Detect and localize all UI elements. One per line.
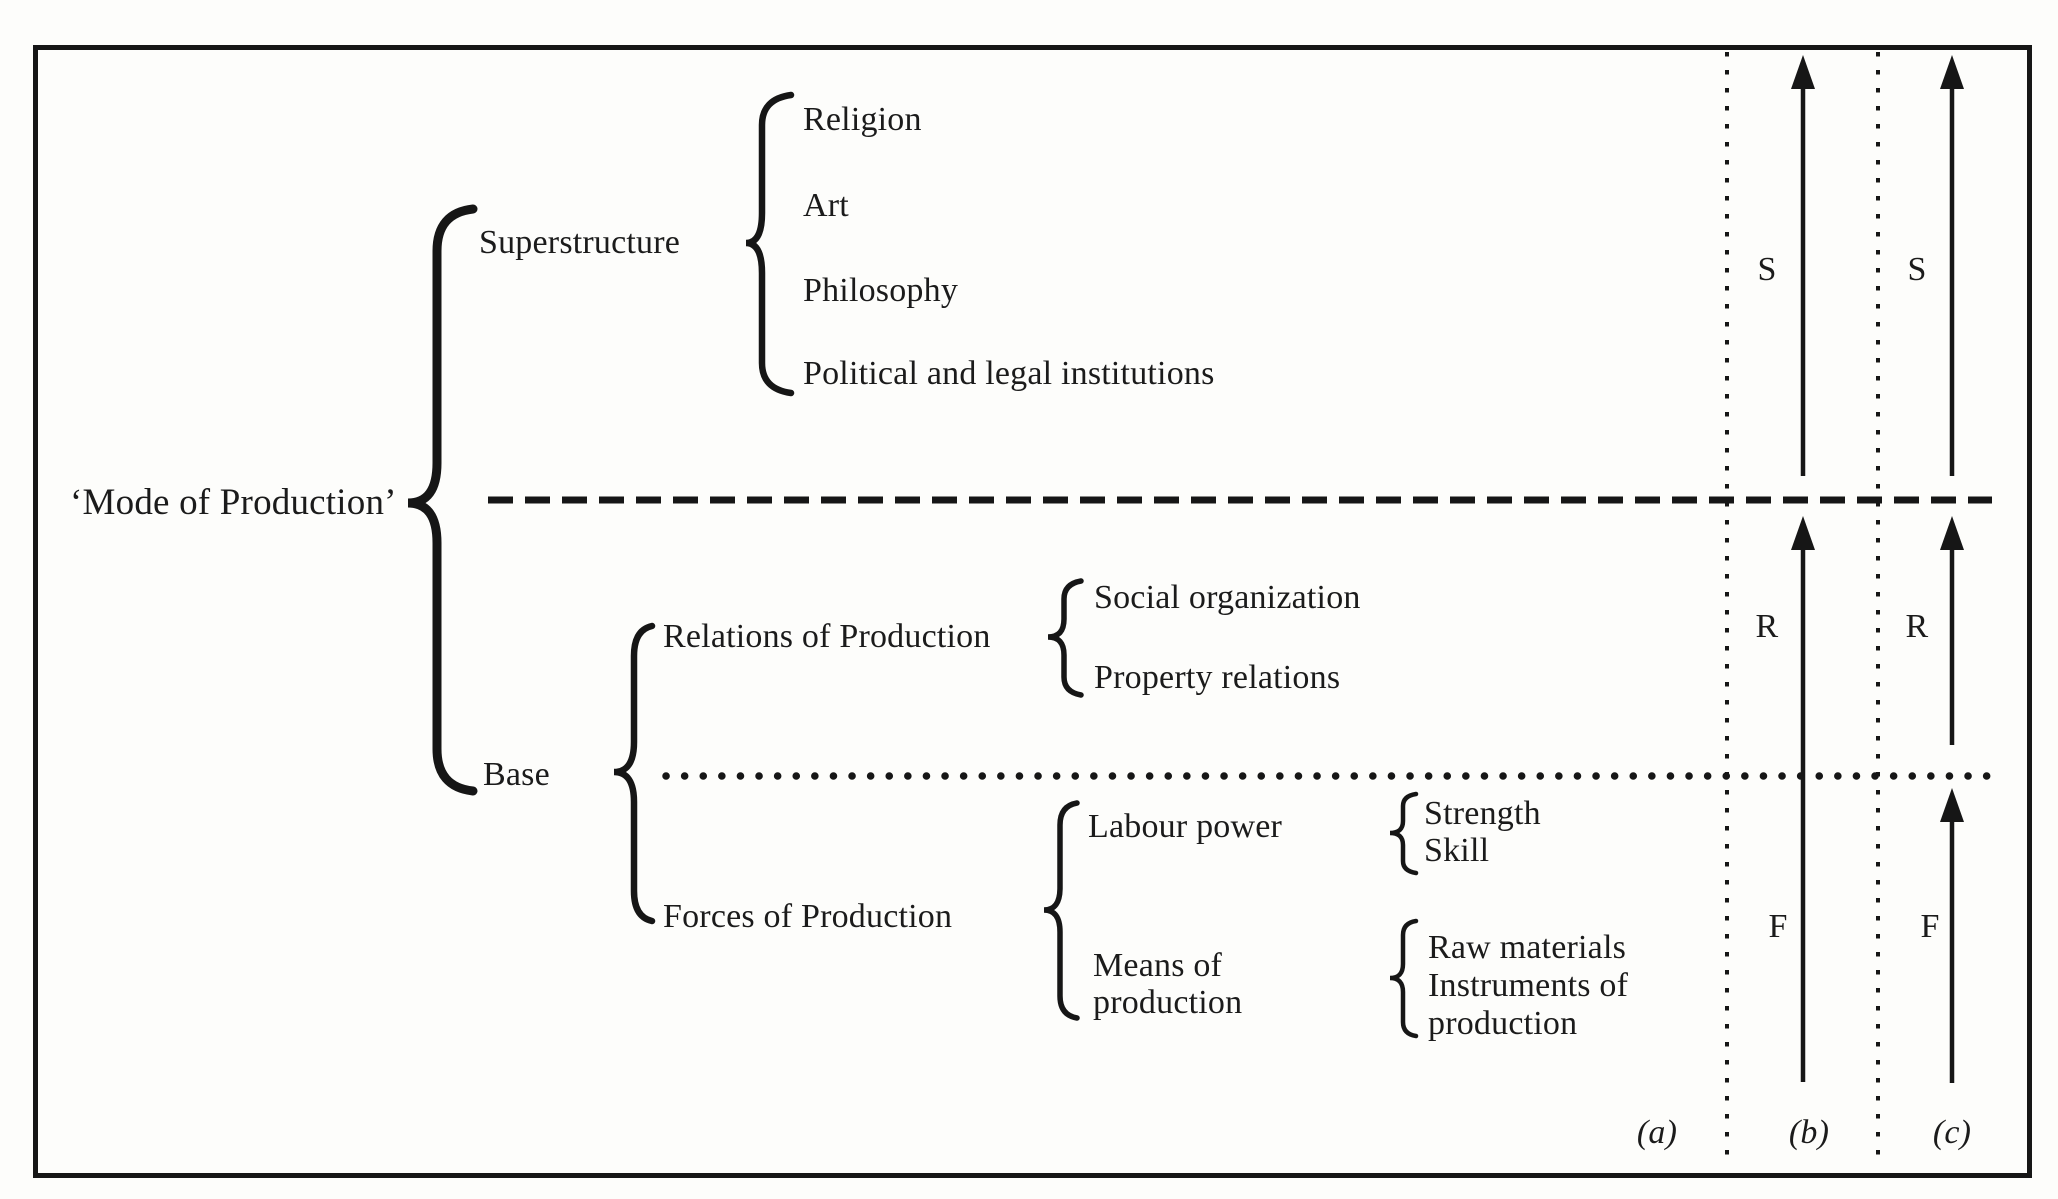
figure-frame [33, 45, 2032, 1178]
base-brace [613, 622, 656, 925]
means-of-production-brace [1389, 918, 1419, 1039]
arrow-c-relations [1940, 516, 1964, 745]
relations-of-production-brace [1047, 578, 1084, 698]
superstructure-item-art: Art [803, 187, 849, 224]
column-b-s-label: S [1757, 251, 1777, 288]
mode-of-production-brace [407, 204, 478, 796]
column-b-r-label: R [1755, 608, 1779, 645]
column-c-caption: (c) [1932, 1114, 1972, 1151]
forces-of-production-brace [1043, 800, 1080, 1021]
column-b-f-label: F [1768, 908, 1788, 945]
column-c-r-label: R [1905, 608, 1929, 645]
column-c-s-label: S [1907, 251, 1927, 288]
labour-power-items: Strength Skill [1424, 795, 1541, 869]
column-c-f-label: F [1920, 908, 1940, 945]
relations-item-social-organization: Social organization [1094, 579, 1361, 616]
root-label: ‘Mode of Production’ [70, 482, 397, 523]
forces-of-production-label: Forces of Production [663, 898, 953, 935]
labour-power-label: Labour power [1088, 808, 1283, 845]
superstructure-item-religion: Religion [803, 101, 922, 138]
column-a-caption: (a) [1636, 1114, 1678, 1151]
column-b-caption: (b) [1788, 1114, 1830, 1151]
arrow-c-superstructure [1940, 55, 1964, 476]
relations-of-production-label: Relations of Production [663, 618, 991, 655]
arrow-b-relations-forces [1791, 516, 1815, 1082]
superstructure-item-political-legal: Political and legal institutions [803, 355, 1215, 392]
means-of-production-label: Means of production [1093, 947, 1243, 1021]
arrow-c-forces [1940, 788, 1964, 1083]
superstructure-label: Superstructure [479, 224, 681, 261]
means-of-production-items: Raw materials Instruments of production [1428, 929, 1629, 1042]
labour-power-brace [1389, 791, 1419, 876]
superstructure-brace [745, 91, 795, 397]
superstructure-item-philosophy: Philosophy [803, 272, 959, 309]
base-label: Base [483, 756, 550, 793]
arrow-b-superstructure [1791, 55, 1815, 476]
relations-item-property-relations: Property relations [1094, 659, 1341, 696]
